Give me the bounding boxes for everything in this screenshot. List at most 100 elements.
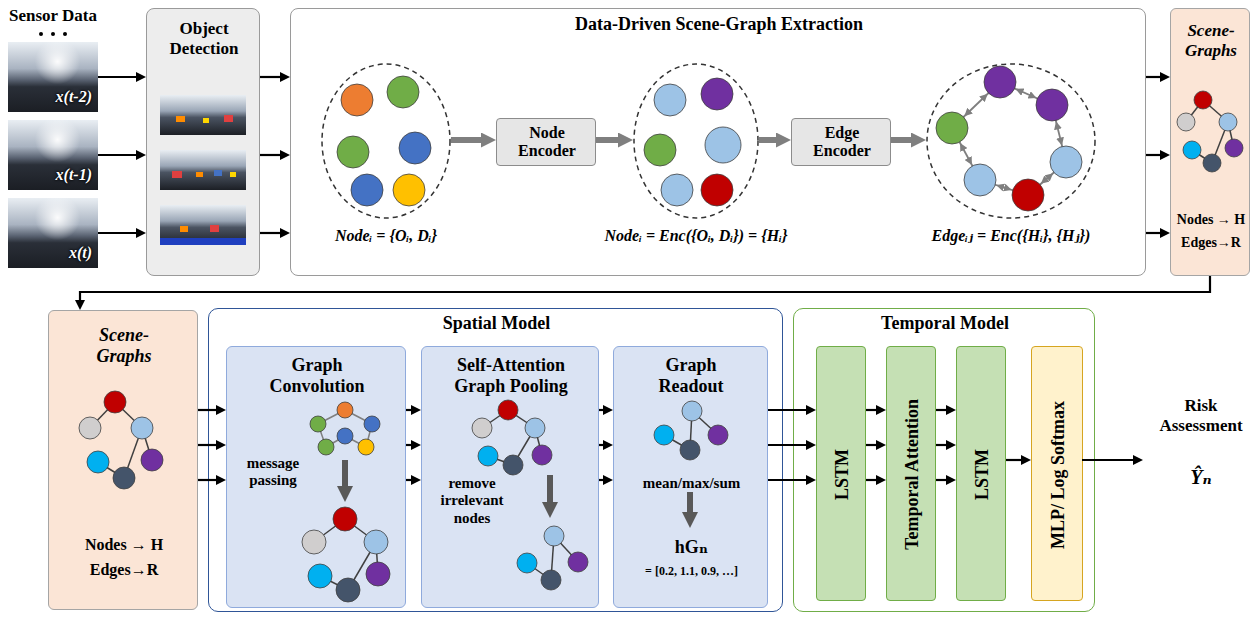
encoded-graph <box>952 82 1000 128</box>
pooling-input-graph <box>482 410 508 428</box>
node-title: x(t-2) <box>56 88 92 106</box>
pooling-input-graph <box>498 400 518 420</box>
readout-graph <box>654 425 674 445</box>
node-title: Graph Convolution <box>257 355 377 396</box>
encoded-graph-nodes <box>1012 179 1044 211</box>
lstm-box: Temporal Attention <box>886 346 936 601</box>
text-slot: Scene-Graphs <box>79 325 169 366</box>
convolution-output-graph <box>302 530 326 554</box>
encoded-graph-nodes <box>1050 146 1082 178</box>
convolution-input-graph <box>366 424 372 447</box>
ellipsis-dots <box>39 32 43 36</box>
raw-object-nodes <box>351 174 383 206</box>
flow-arrow <box>599 479 603 481</box>
node-title: LSTM <box>832 449 853 500</box>
node-title: Graph Readout <box>641 355 741 396</box>
node-title: x(t-1) <box>56 166 92 184</box>
encoder-box: Edge Encoder <box>791 118 891 166</box>
raw-object-nodes <box>337 136 369 168</box>
ellipse-outline <box>926 63 1096 219</box>
readout-graph <box>690 411 692 450</box>
readout-graph <box>682 401 702 421</box>
ellipse-outline <box>634 64 758 218</box>
convolution-input-graph <box>345 436 366 447</box>
detection-thumbnails <box>160 95 246 135</box>
scene-graph-icon <box>124 428 142 478</box>
flow-arrow <box>866 409 876 411</box>
raw-object-nodes <box>393 174 425 206</box>
convolution-output-graph <box>308 564 332 588</box>
text-slot: Graph Readout <box>641 355 741 396</box>
scene-graph-icon <box>1192 150 1212 163</box>
ellipsis-dots <box>63 32 67 36</box>
text-slot: Nodes → H <box>49 536 199 554</box>
flow-arrow <box>936 409 946 411</box>
flow-arrow <box>260 76 280 78</box>
down-arrow <box>687 492 693 512</box>
node-title: Scene-Graphs <box>1173 21 1249 60</box>
pooling-output-graph <box>517 526 588 590</box>
node-text: message passing <box>233 455 313 490</box>
convolution-input-graph <box>345 410 372 424</box>
text-slot: remove irrelevant nodes <box>428 475 516 527</box>
text-slot: Data-Driven Scene-Graph Extraction <box>291 14 1147 35</box>
flow-arrow <box>599 444 603 446</box>
free-label: Risk Assessment <box>1150 396 1252 435</box>
scene-graph-icon <box>90 402 115 428</box>
scene-graph-icon <box>79 417 101 439</box>
detection-thumbnails <box>203 118 209 123</box>
ellipsis-dots <box>39 32 67 36</box>
detection-thumbnails <box>196 172 203 177</box>
flow-arrow <box>1146 154 1160 156</box>
convolution-output-graph <box>345 519 376 542</box>
text-slot: Temporal Attention <box>887 347 937 602</box>
node-text: Edges→R <box>90 561 158 579</box>
stage-box: Data-Driven Scene-Graph ExtractionNodeᵢ … <box>290 8 1146 276</box>
scene-graph-box: Scene-GraphsNodes → H Edges→R <box>48 310 198 610</box>
convolution-output-graph <box>333 507 357 531</box>
convolution-input-graph <box>364 416 380 432</box>
node-title: Temporal Model <box>881 313 1009 334</box>
encoded-graph-nodes <box>936 112 968 144</box>
node-title: Edgeᵢⱼ = Enc({Hᵢ}, {Hⱼ}) <box>932 227 1091 245</box>
pooling-input-graph <box>525 418 545 438</box>
model-box: Spatial ModelGraph Convolutionmessage pa… <box>208 308 783 612</box>
detection-box: Object Detection <box>146 8 260 276</box>
text-slot: x(t) <box>8 244 92 262</box>
raw-object-nodes <box>341 84 373 116</box>
layer-box: Graph Convolution message passing <box>226 346 406 608</box>
node-title: Nodeᵢ = Enc({Oᵢ, Dᵢ}) = {Hᵢ} <box>605 227 788 245</box>
node-title: Self-Attention Graph Pooling <box>441 355 581 396</box>
flow-arrow <box>768 409 806 411</box>
flow-arrow <box>1006 459 1021 461</box>
flow-arrow <box>260 154 280 156</box>
convolution-input-graph <box>358 439 374 455</box>
layer-box: Self-Attention Graph Pooling remove irrel… <box>421 346 599 608</box>
flow-arrow <box>98 154 136 156</box>
flow-arrow <box>198 409 216 411</box>
encoded-nodes <box>705 127 741 163</box>
convolution-output-graph <box>320 576 348 590</box>
pooling-input-graph <box>503 455 523 475</box>
free-label: Sensor Data <box>9 6 97 26</box>
ellipse-outline <box>321 63 451 219</box>
pooling-input-graph <box>472 400 552 475</box>
scene-graph-icon <box>115 402 142 428</box>
raw-object-nodes <box>387 76 419 108</box>
flow-arrow <box>406 409 411 411</box>
text-slot: Edges→R <box>1171 235 1251 251</box>
text-slot: Node Encoder <box>499 119 595 165</box>
text-slot: Edgeᵢⱼ = Enc({Hᵢ}, {Hⱼ}) <box>826 227 1196 245</box>
flow-arrow <box>768 444 806 446</box>
encoded-graph <box>1028 162 1066 195</box>
label-slot: Ŷₙ <box>1150 466 1252 489</box>
node-title: LSTM <box>972 449 993 500</box>
flow-arrow <box>1146 232 1160 234</box>
node-set-ellipse: Nodeᵢ = Enc({Oᵢ, Dᵢ}) = {Hᵢ} <box>633 63 759 219</box>
node-title: Data-Driven Scene-Graph Extraction <box>575 14 863 35</box>
encoded-graph <box>1052 105 1066 162</box>
convolution-output-graph <box>336 578 360 602</box>
convolution-output-graph <box>314 519 345 542</box>
convolution-output-graph <box>302 507 390 602</box>
